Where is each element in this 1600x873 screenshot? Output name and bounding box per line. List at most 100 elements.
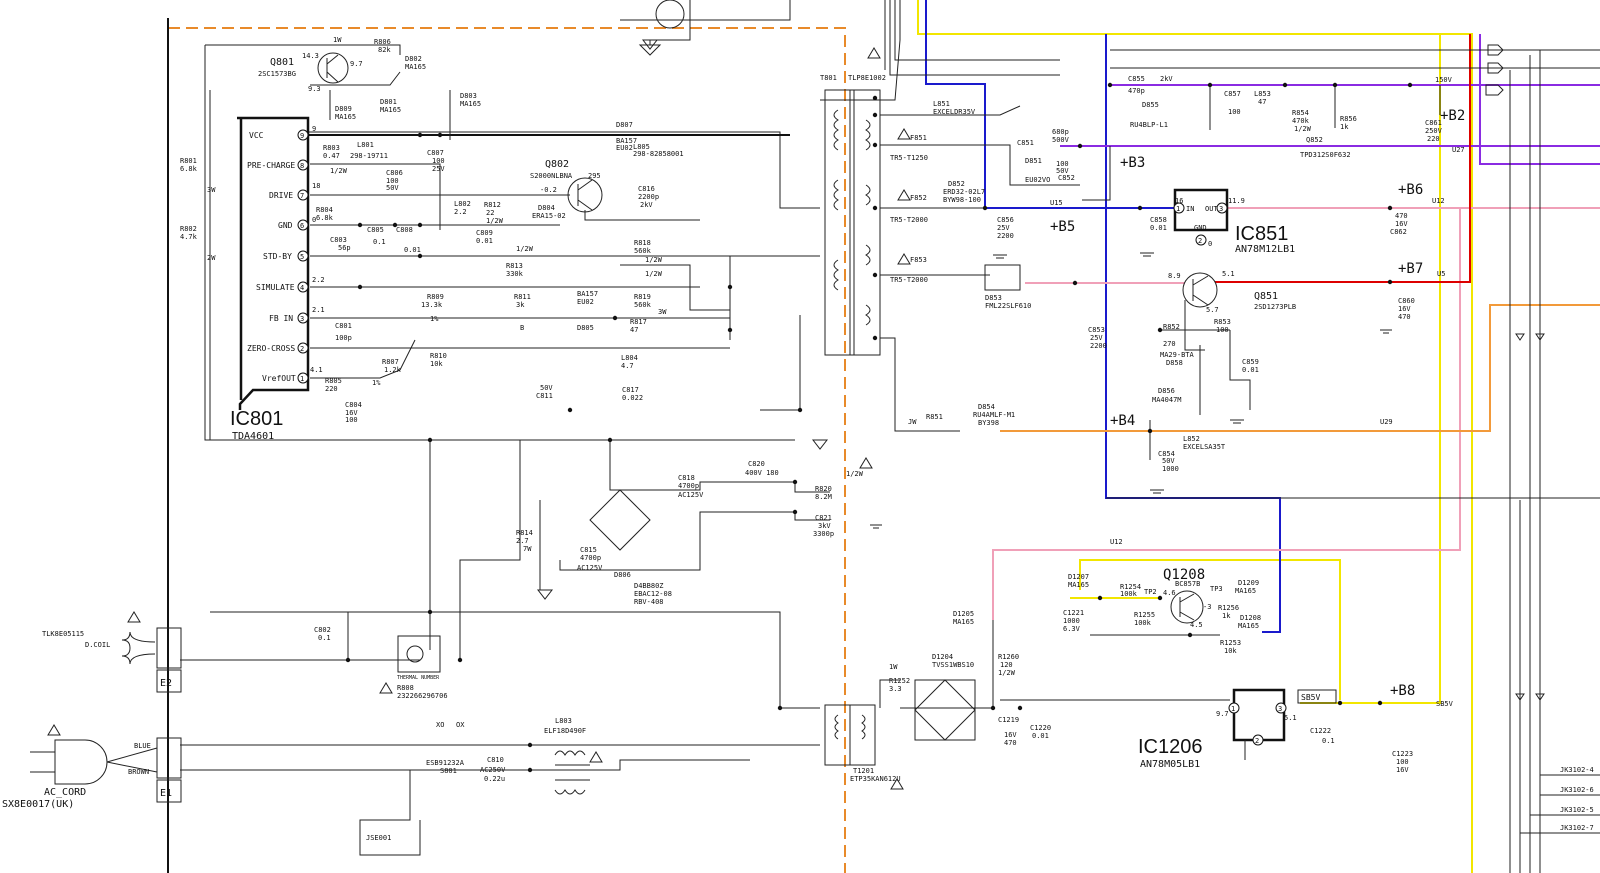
r807-val: 1.2k [384, 366, 402, 374]
r812-ref: R812 [484, 201, 501, 209]
ic1206-pin3-num: 3 [1278, 705, 1282, 713]
c806-ref: C806 [386, 169, 403, 177]
dcoil-part: TLK8E05115 [42, 630, 84, 638]
net-u12a: U12 [1432, 197, 1445, 205]
connector-e1-label: E1 [160, 788, 172, 799]
c817-ref: C817 [622, 386, 639, 394]
rail-b6: +B6 [1398, 182, 1423, 198]
d1207-ref: D1207 [1068, 573, 1089, 581]
c802-val: 0.1 [318, 634, 331, 642]
d1209-part: MA165 [1235, 587, 1256, 595]
c818-ref: C818 [678, 474, 695, 482]
ic1206-part: AN78M05LB1 [1140, 759, 1200, 770]
tp3: TP3 [1210, 585, 1223, 593]
d856-ref: D856 [1158, 387, 1175, 395]
c854-ref: C854 [1158, 450, 1175, 458]
ground-symbols [536, 39, 1392, 600]
d851-part: EU02VO [1025, 176, 1050, 184]
c1221-val: 1000 [1063, 617, 1080, 625]
c816-val: 2200p [638, 193, 659, 201]
c1219-val: 16V [1004, 731, 1017, 739]
r818-ref: R818 [634, 239, 651, 247]
wire-brown-label: BROWN [128, 768, 149, 776]
r1253-val: 10k [1224, 647, 1237, 655]
c807-val: 100 [432, 157, 445, 165]
ic801-pin4-label: SIMULATE [256, 283, 295, 292]
s801-part: ESB91232A [426, 759, 465, 767]
c858-val: 0.01 [1150, 224, 1167, 232]
l805-part: 298-82858001 [633, 150, 684, 158]
ic801-pin7-num: 7 [300, 192, 304, 200]
q851-vc: 5.1 [1222, 270, 1235, 278]
c817-val: 0.022 [622, 394, 643, 402]
r1256-val: 1k [1222, 612, 1231, 620]
d1204-part: TVSS1WBS10 [932, 661, 974, 669]
c857-val: 100 [1228, 108, 1241, 116]
c1222-ref: C1222 [1310, 727, 1331, 735]
d1205-ref: D1205 [953, 610, 974, 618]
c855-val: 470p [1128, 87, 1145, 95]
r807-ref: R807 [382, 358, 399, 366]
r806-ref: R806 [374, 38, 391, 46]
r854-ref: R854 [1292, 109, 1309, 117]
r811-val: 3k [516, 301, 525, 309]
r802-w: 2W [207, 254, 216, 262]
ac-plug-symbol [30, 739, 158, 785]
d807-part: BA157 [616, 137, 637, 145]
l803-ref: L803 [555, 717, 572, 725]
r804-ref: R804 [316, 206, 333, 214]
r856-ref: R856 [1340, 115, 1357, 123]
d853-part: FML22SLF610 [985, 302, 1031, 310]
d852-part2: BYW98-100 [943, 196, 981, 204]
t1201-ref: T1201 [853, 767, 874, 775]
r1256-ref: R1256 [1218, 604, 1239, 612]
c802-ref: C802 [314, 626, 331, 634]
c818-u: AC125V [678, 491, 704, 499]
r808-note: THERMAL NUMBER [397, 675, 440, 681]
r805-ref: R805 [325, 377, 342, 385]
d858-part: MA29-BTA [1160, 351, 1195, 359]
net-yellow-sb5v [1300, 34, 1441, 704]
r852-val: 270 [1163, 340, 1176, 348]
d804-part: ERA15-02 [532, 212, 566, 220]
ac-cord-part: SX8E0017(UK) [2, 799, 74, 810]
s801-ref: S801 [440, 767, 457, 775]
net-pink-u12b [992, 208, 1461, 620]
r803-w: 1/2W [330, 167, 348, 175]
q801-v2: 9.7 [350, 60, 363, 68]
ic801-body [237, 116, 310, 410]
ic1206-pin3 [1275, 702, 1287, 714]
q802-v: -0.2 [540, 186, 557, 194]
l804-ref: L804 [621, 354, 638, 362]
t801-part: TLP8E1002 [848, 74, 886, 82]
c1220-ref: C1220 [1030, 724, 1051, 732]
r801-ref: R801 [180, 157, 197, 165]
c861-u: 220 [1427, 135, 1440, 143]
d854-ref: D854 [978, 403, 995, 411]
r817-val: 47 [630, 326, 638, 334]
r1252-w: 1W [889, 663, 898, 671]
r810-val: 10k [430, 360, 443, 368]
r1254-ref: R1254 [1120, 583, 1141, 591]
ic801-pin1-label: VrefOUT [262, 374, 296, 383]
d852-part: ERD32-02L7 [943, 188, 985, 196]
d805-part2: EU02 [577, 298, 594, 306]
q801-part: 2SC1573BG [258, 70, 296, 78]
ic801-pin6-label: GND [278, 221, 293, 230]
bridge-d1204 [914, 679, 976, 741]
c804-val: 16V [345, 409, 358, 417]
c815-ref: C815 [580, 546, 597, 554]
sb5v-box [1297, 689, 1337, 704]
c862-u: 16V [1395, 220, 1408, 228]
c808-val: 0.01 [404, 246, 421, 254]
q1208-part: BC857B [1175, 580, 1200, 588]
q801-symbol [317, 52, 349, 84]
q801-v3: 9.3 [308, 85, 321, 93]
d806-part: D4BB80Z [634, 582, 664, 590]
r804-val: 6.8k [316, 214, 334, 222]
f853-part: TR5-T2000 [890, 276, 928, 284]
ic801-pin1-num: 1 [300, 375, 304, 383]
c1219-ref: C1219 [998, 716, 1019, 724]
c808-ref: C808 [396, 226, 413, 234]
